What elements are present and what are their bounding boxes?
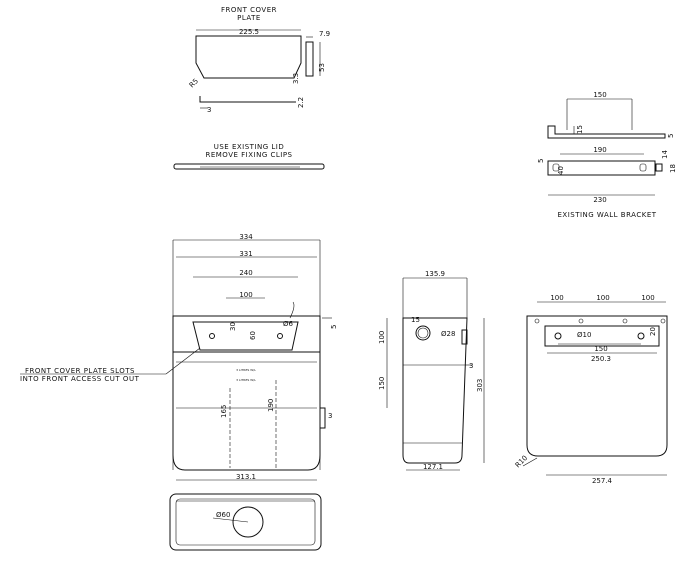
bracket-depth-label: 5 xyxy=(537,159,545,163)
plan-access-hole xyxy=(232,506,264,538)
side-bottom-label: 127.1 xyxy=(423,463,443,471)
side-h100-label: 100 xyxy=(378,331,386,344)
side-h303-label: 303 xyxy=(476,379,484,392)
rear-bracket-recess xyxy=(544,325,660,347)
side-view: 135.9 15 Ø28 100 150 303 3 127.1 xyxy=(378,270,485,471)
rear-inner-150-label: 150 xyxy=(594,345,607,353)
front-cutout-label: 240 xyxy=(239,269,252,277)
bracket-end-tab xyxy=(655,163,663,172)
front-cover-side-section xyxy=(305,41,314,77)
plan-view: Ø60 xyxy=(169,493,322,551)
lid-profile xyxy=(173,163,325,170)
front-hole-label: Ø6 xyxy=(283,320,294,328)
front-inner-label: 331 xyxy=(239,250,252,258)
plan-inner-outline xyxy=(175,498,316,546)
rear-mount-hole-3 xyxy=(622,318,628,324)
front-h190-label: 190 xyxy=(267,399,275,412)
front-body-outline xyxy=(172,352,321,471)
bracket-slot-span-label: 190 xyxy=(593,146,606,154)
front-note-leader xyxy=(165,347,201,375)
bracket-plan-outline xyxy=(547,160,656,176)
rear-hole-label: Ø10 xyxy=(577,331,591,339)
front-cover-plate-detail: FRONT COVER PLATE 225.5 7.9 53 R5 3.3 3 … xyxy=(188,6,330,114)
side-clip-tab xyxy=(461,329,468,345)
rear-body-outline xyxy=(526,315,668,457)
side-hole-diameter-label: Ø28 xyxy=(441,330,455,338)
side-inlet-hole xyxy=(415,325,431,341)
plan-hole-leader xyxy=(212,517,249,523)
front-cover-lip-label: 3.3 xyxy=(292,73,300,84)
front-hole-leader xyxy=(289,301,295,319)
front-overall-label: 334 xyxy=(239,233,253,241)
front-lip-label: 3 xyxy=(328,412,332,420)
plan-outer-outline xyxy=(169,493,322,551)
rear-pitch-2-label: 100 xyxy=(596,294,609,302)
bracket-slot-right xyxy=(639,163,647,172)
rear-mount-hole-1 xyxy=(534,318,540,324)
front-cover-offset-label: 3 xyxy=(207,106,211,114)
front-cover-slot-note-line2: INTO FRONT ACCESS CUT OUT xyxy=(20,375,140,383)
bracket-right-5a-label: 5 xyxy=(667,134,675,138)
front-cover-outline xyxy=(195,35,302,79)
plan-hole-label: Ø60 xyxy=(216,511,230,519)
front-cover-title-line1: FRONT COVER xyxy=(221,6,277,14)
front-slot-label: 100 xyxy=(239,291,252,299)
rear-inner-250-label: 250.3 xyxy=(591,355,611,363)
front-h60-label: 60 xyxy=(249,331,257,340)
front-capacity-label-1: 3 LITRES W/L xyxy=(236,368,256,372)
bracket-height-label: 15 xyxy=(576,125,584,134)
rear-mount-hole-4 xyxy=(660,318,666,324)
front-capacity-label-2: 3 LITRES W/L xyxy=(236,378,256,382)
front-cover-depth-label: 7.9 xyxy=(319,30,330,38)
side-top-label: 135.9 xyxy=(425,270,445,278)
front-upper-band xyxy=(172,315,321,353)
bracket-overall-label: 230 xyxy=(593,196,606,204)
front-cover-slot-note-line1: FRONT COVER PLATE SLOTS xyxy=(25,367,135,375)
rear-mount-hole-2 xyxy=(578,318,584,324)
wall-bracket-detail: 150 15 5 190 5 40 14 18 230 EXISTING WAL… xyxy=(537,91,677,219)
side-lip-label: 3 xyxy=(469,362,473,370)
front-step-label: 5 xyxy=(330,325,338,329)
rear-bottom-label: 257.4 xyxy=(592,477,613,485)
bracket-side-profile xyxy=(547,125,666,139)
rear-side-20-label: 20 xyxy=(649,327,657,336)
front-bottom-label: 313.1 xyxy=(236,473,256,481)
rear-pitch-1-label: 100 xyxy=(550,294,563,302)
rear-radius-label: R10 xyxy=(514,454,529,469)
front-access-cutout xyxy=(192,321,299,351)
side-hole-offset-label: 15 xyxy=(411,316,420,324)
front-cover-title-line2: PLATE xyxy=(237,14,261,22)
front-cover-flange-profile xyxy=(199,96,296,103)
side-body-outline xyxy=(402,317,468,464)
lid-detail: USE EXISTING LID REMOVE FIXING CLIPS xyxy=(173,143,325,170)
rear-recess-hole-left xyxy=(554,332,562,340)
front-cover-width-label: 225.5 xyxy=(239,28,259,36)
front-cover-radius-label: R5 xyxy=(188,77,200,89)
lid-note-line2: REMOVE FIXING CLIPS xyxy=(205,151,292,159)
front-h30-label: 30 xyxy=(229,322,237,331)
rear-pitch-3-label: 100 xyxy=(641,294,654,302)
front-side-lip xyxy=(320,407,326,429)
rear-radius-leader xyxy=(522,457,538,467)
front-fixing-hole-left xyxy=(209,333,215,339)
side-inlet-hole-inner xyxy=(417,327,429,339)
bracket-top-span-label: 150 xyxy=(593,91,606,99)
front-fixing-hole-right xyxy=(277,333,283,339)
rear-recess-hole-right xyxy=(637,332,645,340)
front-cover-flange-label: 2.2 xyxy=(297,97,305,108)
bracket-right-14-label: 14 xyxy=(661,150,669,159)
side-h150-label: 150 xyxy=(378,377,386,390)
front-cover-height-label: 53 xyxy=(318,63,326,72)
bracket-right-18-label: 18 xyxy=(669,164,677,173)
bracket-slot-left xyxy=(552,163,560,172)
front-view: 334 331 240 100 30 60 Ø6 5 3 LITRES W/L … xyxy=(20,233,338,481)
rear-view: 100 100 100 Ø10 150 250.3 20 R10 257.4 xyxy=(514,294,668,485)
front-h165-label: 165 xyxy=(220,405,228,418)
lid-note-line1: USE EXISTING LID xyxy=(214,143,285,151)
bracket-slot-40-label: 40 xyxy=(557,166,565,175)
wall-bracket-label: EXISTING WALL BRACKET xyxy=(557,211,656,219)
